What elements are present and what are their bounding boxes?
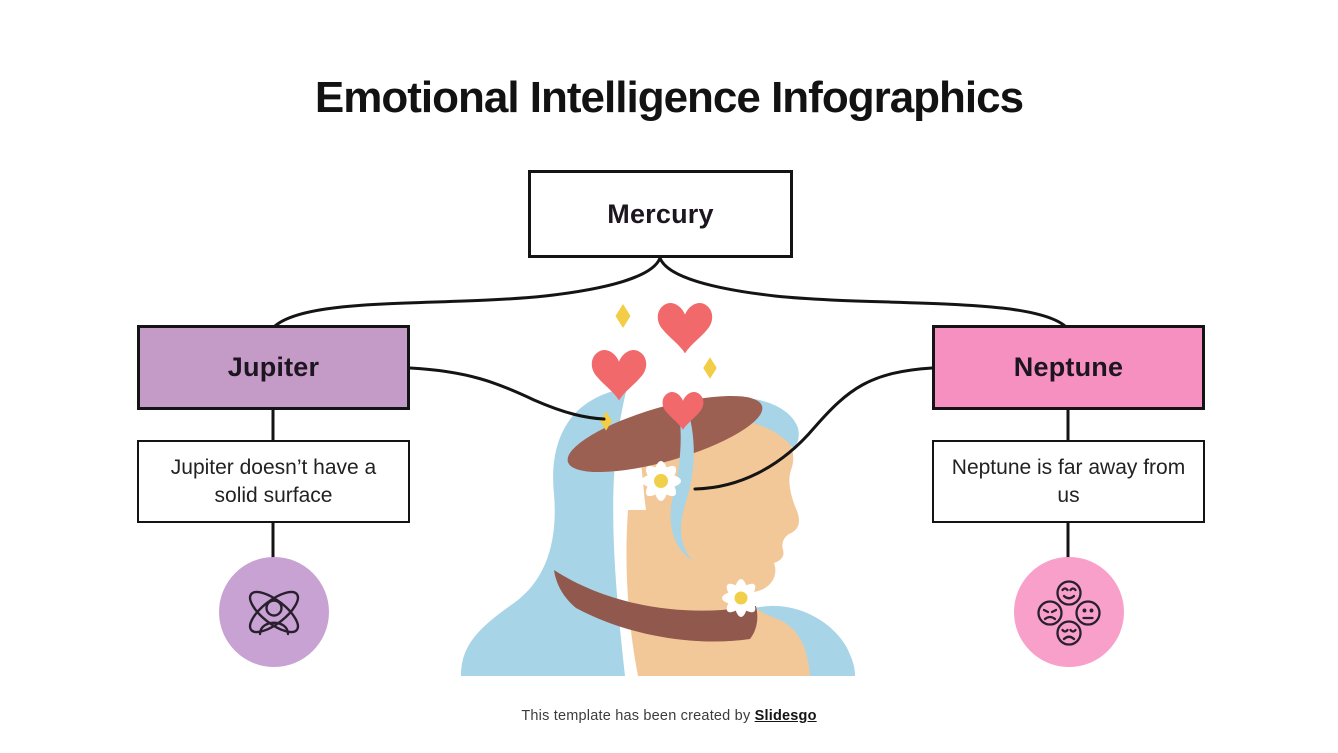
neptune-to-head-line [693,366,934,491]
node-mercury: Mercury [528,170,793,258]
hearts [591,303,713,430]
node-jupiter-label: Jupiter [227,352,320,382]
node-mercury-label: Mercury [607,198,714,229]
jupiter-to-head-line [408,366,606,421]
sparkle-diamonds [600,304,717,431]
node-neptune: Neptune [932,325,1205,410]
node-neptune-label: Neptune [1013,352,1124,382]
jupiter-icon-circle [219,557,329,667]
neptune-icon-circle [1014,557,1124,667]
jupiter-description-box: Jupiter doesn’t have a solid surface [137,440,410,523]
emotion-faces-icon [1037,580,1101,646]
footer: This template has been created by Slides… [0,708,1338,724]
branch-right-line [658,256,1070,331]
daisy-flower-hair [641,461,681,501]
neptune-description-box: Neptune is far away from us [932,440,1205,523]
page-title: Emotional Intelligence Infographics [314,73,1024,122]
daisy-flower-chin [722,579,760,617]
node-jupiter: Jupiter [137,325,410,410]
woman-illustration [461,303,855,676]
jupiter-description-text: Jupiter doesn’t have a solid surface [170,455,377,507]
slidesgo-link[interactable]: Slidesgo [754,708,817,724]
branch-left-line [270,256,662,331]
footer-credit-text: This template has been created by [521,708,755,724]
person-orbit-icon [248,590,300,636]
neptune-description-text: Neptune is far away from us [951,455,1186,507]
